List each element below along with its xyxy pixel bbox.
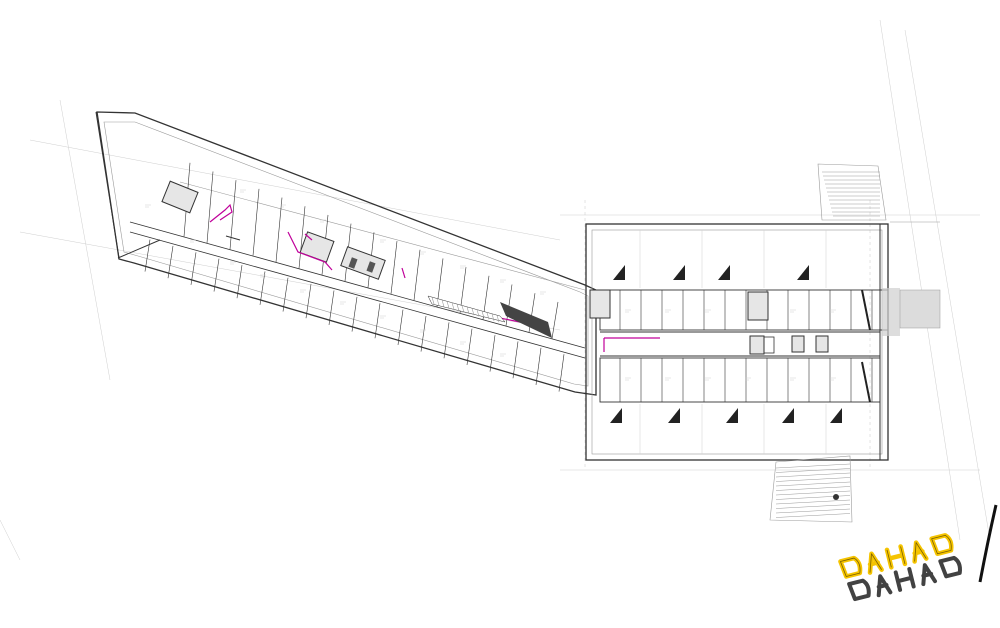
room-annotations <box>145 189 836 381</box>
rectangular-block <box>585 221 941 461</box>
external-stairs <box>769 163 887 523</box>
site-grid-lines <box>0 19 991 561</box>
dahad-logo <box>838 533 962 602</box>
diagonal-wing <box>95 111 597 396</box>
edge-arc <box>978 504 998 583</box>
